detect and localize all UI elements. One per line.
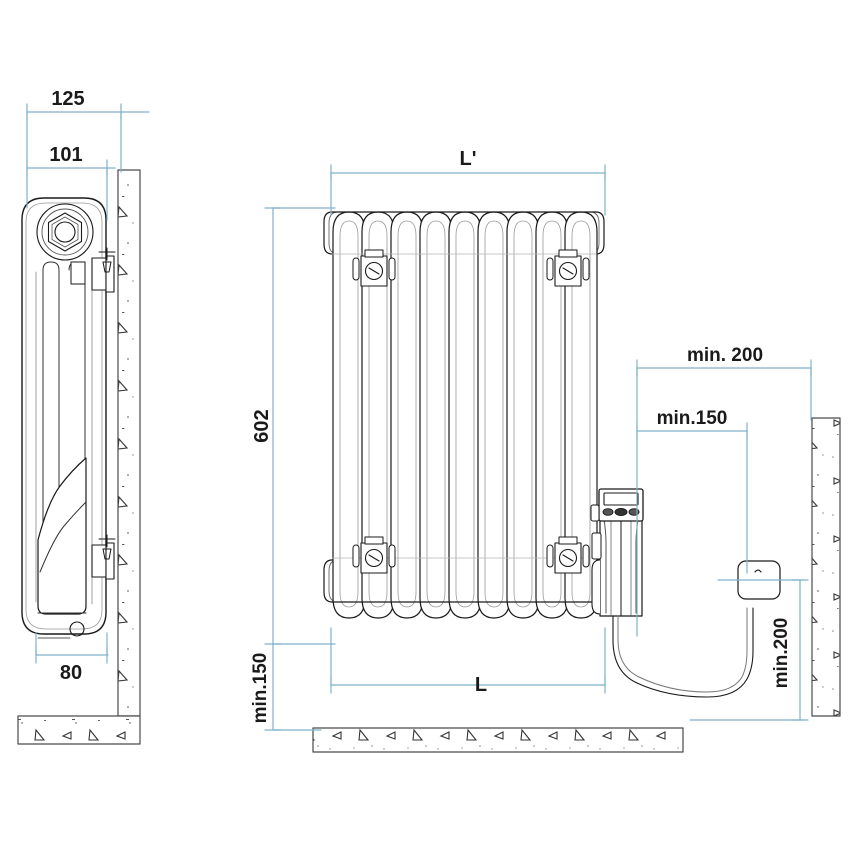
dim-depth-total: 125	[51, 88, 84, 110]
dim-overall-width: L'	[460, 148, 477, 170]
front-elevation-view: L' 602 L min.150 min. 200 min.150 min.20…	[250, 148, 841, 753]
radiator-columns	[332, 211, 598, 619]
side-section-view: 125 101 80	[17, 88, 150, 745]
wall-section	[117, 169, 141, 717]
control-buttons[interactable]	[602, 507, 640, 517]
dim-centre-width: L	[475, 674, 487, 696]
dim-depth-body: 101	[49, 144, 82, 166]
dim-height: 602	[251, 409, 273, 442]
side-view-dimensions	[26, 103, 150, 664]
wall-section-right	[811, 417, 841, 717]
dim-side-clearance-150: min.150	[657, 408, 728, 429]
floor-section-right	[312, 727, 684, 753]
heating-element-side	[37, 457, 87, 639]
dim-side-clearance-200: min. 200	[687, 345, 763, 366]
dim-floor-clearance: min.150	[250, 653, 271, 724]
electric-thermostat-control-unit[interactable]	[590, 488, 644, 617]
front-view-dimensions	[264, 164, 812, 731]
hex-valve-plug	[36, 203, 94, 261]
radiator-front	[323, 211, 605, 619]
floor-section	[17, 715, 141, 745]
power-cable	[612, 607, 754, 698]
dim-socket-height: min.200	[771, 618, 792, 689]
wall-mount-bracket-front	[352, 249, 590, 574]
wall-mount-bracket	[91, 247, 116, 580]
dim-foot-width: 80	[60, 662, 82, 684]
lcd-display	[603, 492, 639, 506]
radiator-side-profile	[21, 197, 107, 639]
